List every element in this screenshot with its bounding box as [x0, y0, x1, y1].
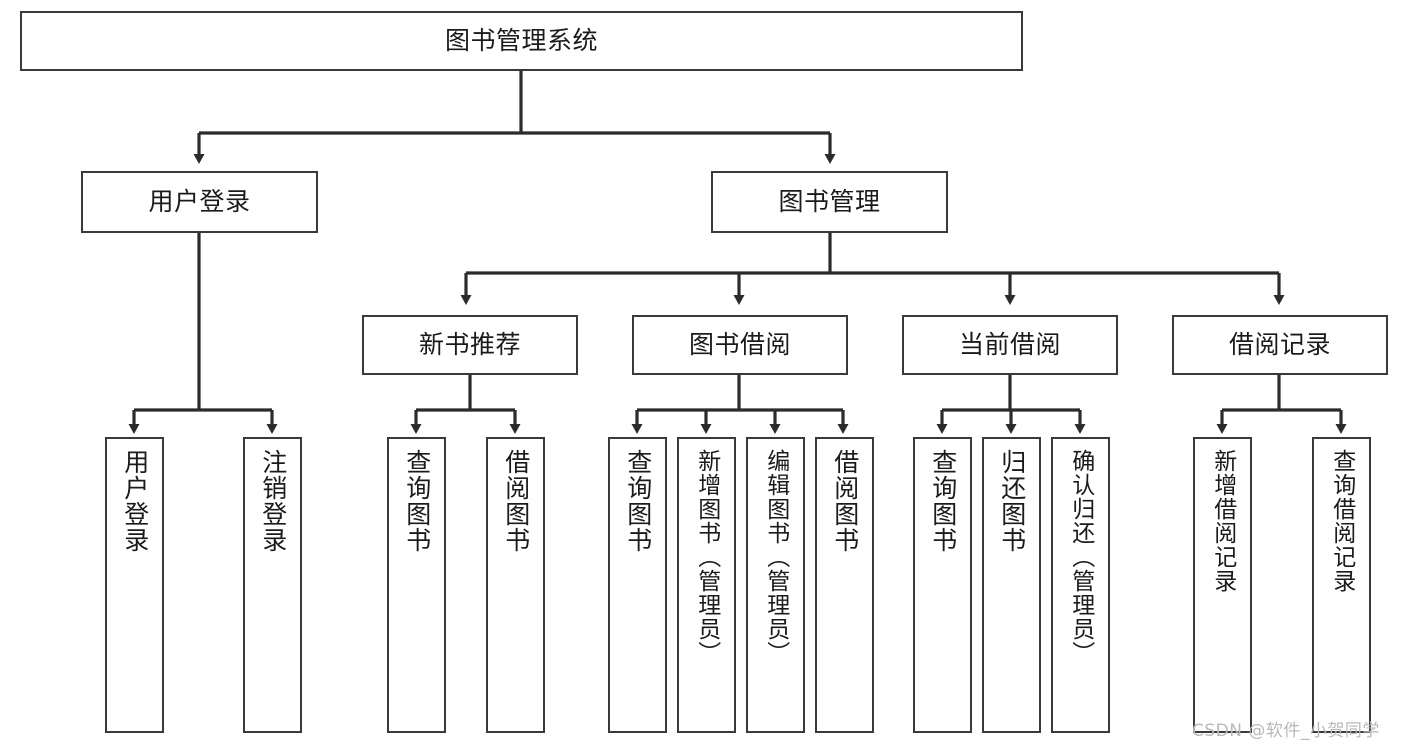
- node-user-login-label: 用户登录: [148, 187, 251, 216]
- leaf-confirm-return-admin-label: 确认归还（管理员）: [1067, 449, 1094, 665]
- leaf-query-book-current[interactable]: 查询图书: [913, 437, 972, 733]
- leaf-user-login[interactable]: 用户登录: [105, 437, 164, 733]
- node-root-label: 图书管理系统: [444, 26, 598, 55]
- leaf-borrow-book-newbook[interactable]: 借阅图书: [486, 437, 545, 733]
- leaf-query-borrow-record[interactable]: 查询借阅记录: [1312, 437, 1371, 733]
- leaf-return-book-label: 归还图书: [997, 449, 1027, 553]
- leaf-query-book-current-label: 查询图书: [928, 449, 958, 553]
- leaf-confirm-return-admin[interactable]: 确认归还（管理员）: [1051, 437, 1110, 733]
- node-user-login[interactable]: 用户登录: [81, 171, 318, 233]
- leaf-query-borrow-record-label: 查询借阅记录: [1328, 449, 1355, 593]
- node-new-book-recommend[interactable]: 新书推荐: [362, 315, 578, 375]
- leaf-add-book-admin-label: 新增图书（管理员）: [693, 449, 720, 665]
- leaf-edit-book-admin[interactable]: 编辑图书（管理员）: [746, 437, 805, 733]
- leaf-logout[interactable]: 注销登录: [243, 437, 302, 733]
- node-book-borrow[interactable]: 图书借阅: [632, 315, 848, 375]
- leaf-add-book-admin[interactable]: 新增图书（管理员）: [677, 437, 736, 733]
- node-root[interactable]: 图书管理系统: [20, 11, 1023, 71]
- leaf-add-borrow-record-label: 新增借阅记录: [1209, 449, 1236, 593]
- leaf-return-book[interactable]: 归还图书: [982, 437, 1041, 733]
- node-borrow-records[interactable]: 借阅记录: [1172, 315, 1388, 375]
- leaf-query-book-newbook-label: 查询图书: [402, 449, 432, 553]
- node-current-borrow[interactable]: 当前借阅: [902, 315, 1118, 375]
- node-new-book-recommend-label: 新书推荐: [418, 330, 521, 359]
- leaf-query-book-borrow[interactable]: 查询图书: [608, 437, 667, 733]
- leaf-query-book-borrow-label: 查询图书: [623, 449, 653, 553]
- leaf-query-book-newbook[interactable]: 查询图书: [387, 437, 446, 733]
- leaf-add-borrow-record[interactable]: 新增借阅记录: [1193, 437, 1252, 733]
- node-borrow-records-label: 借阅记录: [1228, 330, 1331, 359]
- leaf-borrow-book-newbook-label: 借阅图书: [501, 449, 531, 553]
- watermark-text: CSDN @软件_小贺同学: [1192, 721, 1380, 741]
- leaf-logout-label: 注销登录: [258, 449, 288, 553]
- leaf-borrow-book-label: 借阅图书: [830, 449, 860, 553]
- node-book-management[interactable]: 图书管理: [711, 171, 948, 233]
- node-book-management-label: 图书管理: [778, 187, 881, 216]
- leaf-edit-book-admin-label: 编辑图书（管理员）: [762, 449, 789, 665]
- leaf-borrow-book[interactable]: 借阅图书: [815, 437, 874, 733]
- leaf-user-login-label: 用户登录: [120, 449, 150, 553]
- node-book-borrow-label: 图书借阅: [688, 330, 791, 359]
- node-current-borrow-label: 当前借阅: [958, 330, 1061, 359]
